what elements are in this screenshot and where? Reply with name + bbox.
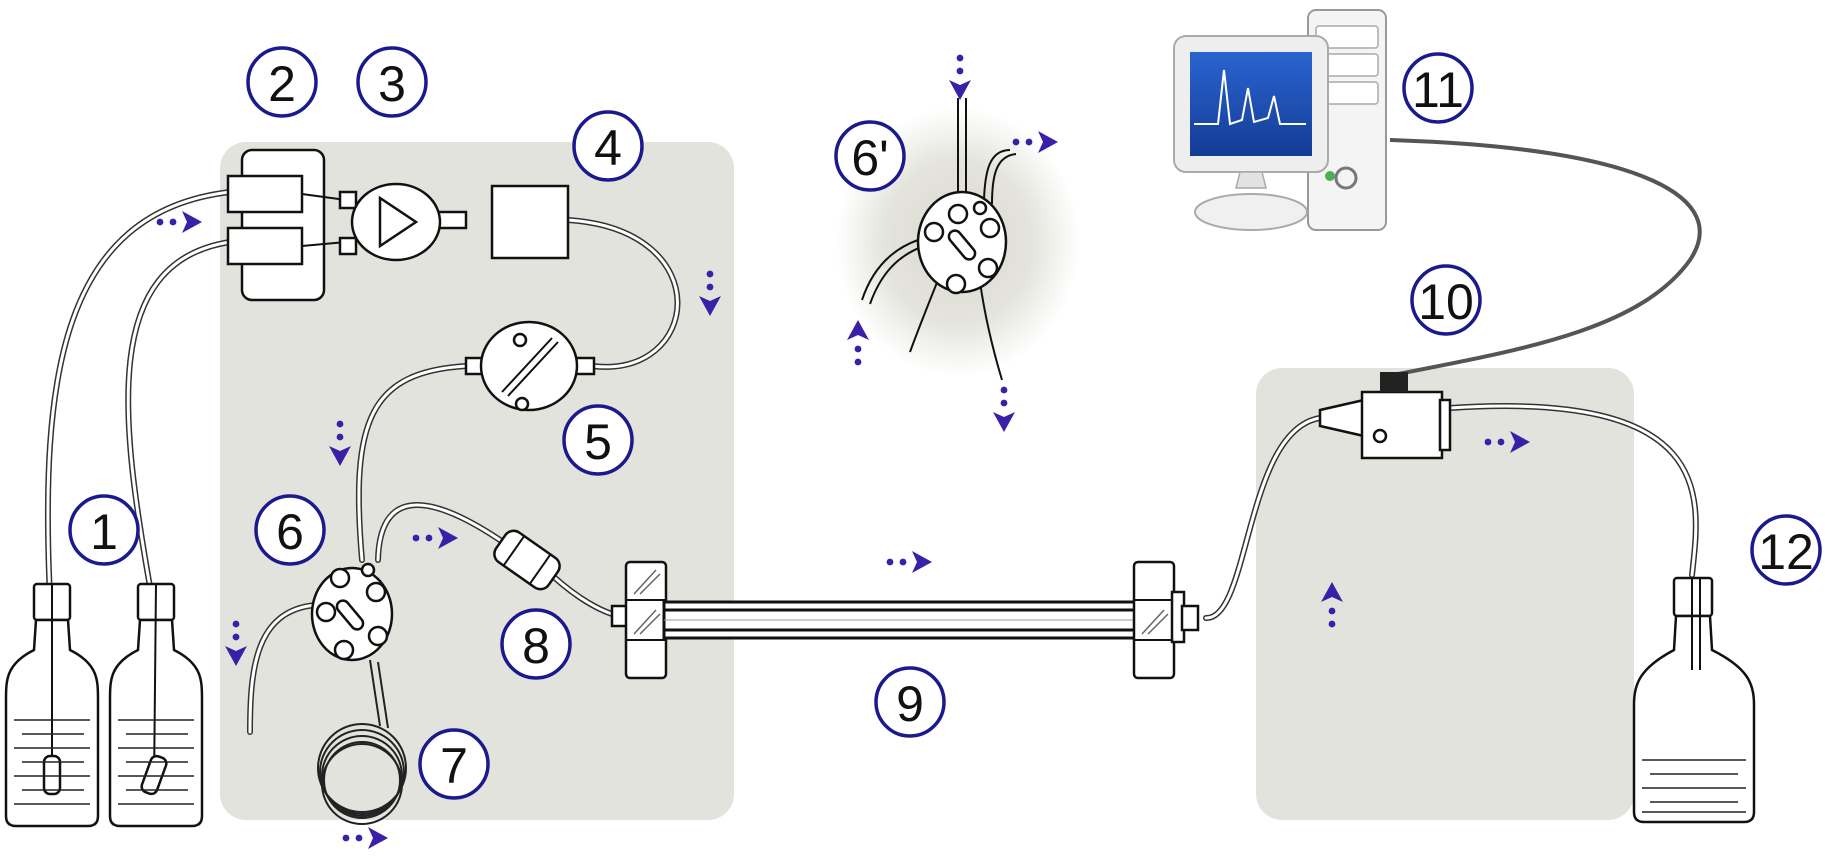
flow-arrow-icon xyxy=(886,551,932,573)
flow-arrow-icon xyxy=(156,211,202,233)
label-10-text: 10 xyxy=(1418,274,1474,330)
label-7-text: 7 xyxy=(440,738,468,794)
label-11: 11 xyxy=(1402,52,1474,124)
label-4-text: 4 xyxy=(594,120,622,176)
label-9-text: 9 xyxy=(896,676,924,732)
flow-arrow-icon xyxy=(342,827,388,849)
label-6-prime-text: 6' xyxy=(851,130,888,186)
solvent-bottle-icon xyxy=(108,582,204,828)
detector-icon xyxy=(1318,372,1452,460)
injection-valve-icon xyxy=(310,562,394,662)
column-icon xyxy=(610,560,1200,680)
label-5: 5 xyxy=(562,404,634,476)
label-5-text: 5 xyxy=(584,414,612,470)
label-8-text: 8 xyxy=(522,618,550,674)
degasser-icon xyxy=(226,148,326,302)
waste-bottle-icon xyxy=(1632,576,1756,824)
label-2: 2 xyxy=(246,46,318,118)
injection-valve-detail-icon xyxy=(861,98,1017,381)
guard-column-icon xyxy=(493,529,561,591)
label-11-text: 11 xyxy=(1412,62,1464,118)
label-1: 1 xyxy=(68,494,140,566)
label-9: 9 xyxy=(874,666,946,738)
label-8: 8 xyxy=(500,608,572,680)
sample-loop-icon xyxy=(317,659,407,825)
label-6: 6 xyxy=(254,494,326,566)
label-7: 7 xyxy=(418,728,490,800)
solvent-bottle-icon xyxy=(4,582,100,828)
flow-arrow-icon xyxy=(949,54,971,100)
computer-icon xyxy=(1173,9,1387,231)
label-4: 4 xyxy=(572,110,644,182)
label-1-text: 1 xyxy=(90,504,118,560)
label-2-text: 2 xyxy=(268,56,296,112)
flow-arrow-icon xyxy=(993,386,1015,432)
label-12: 12 xyxy=(1750,514,1822,586)
label-10: 10 xyxy=(1410,264,1482,336)
filter-icon xyxy=(464,320,596,412)
mixer-icon xyxy=(490,184,570,260)
tubing xyxy=(44,138,1702,735)
detector-panel xyxy=(1256,368,1634,820)
label-3: 3 xyxy=(356,46,428,118)
label-6-prime: 6' xyxy=(834,120,906,192)
pump-icon xyxy=(338,182,468,262)
label-3-text: 3 xyxy=(378,56,406,112)
label-6-text: 6 xyxy=(276,504,304,560)
label-12-text: 12 xyxy=(1758,524,1814,580)
